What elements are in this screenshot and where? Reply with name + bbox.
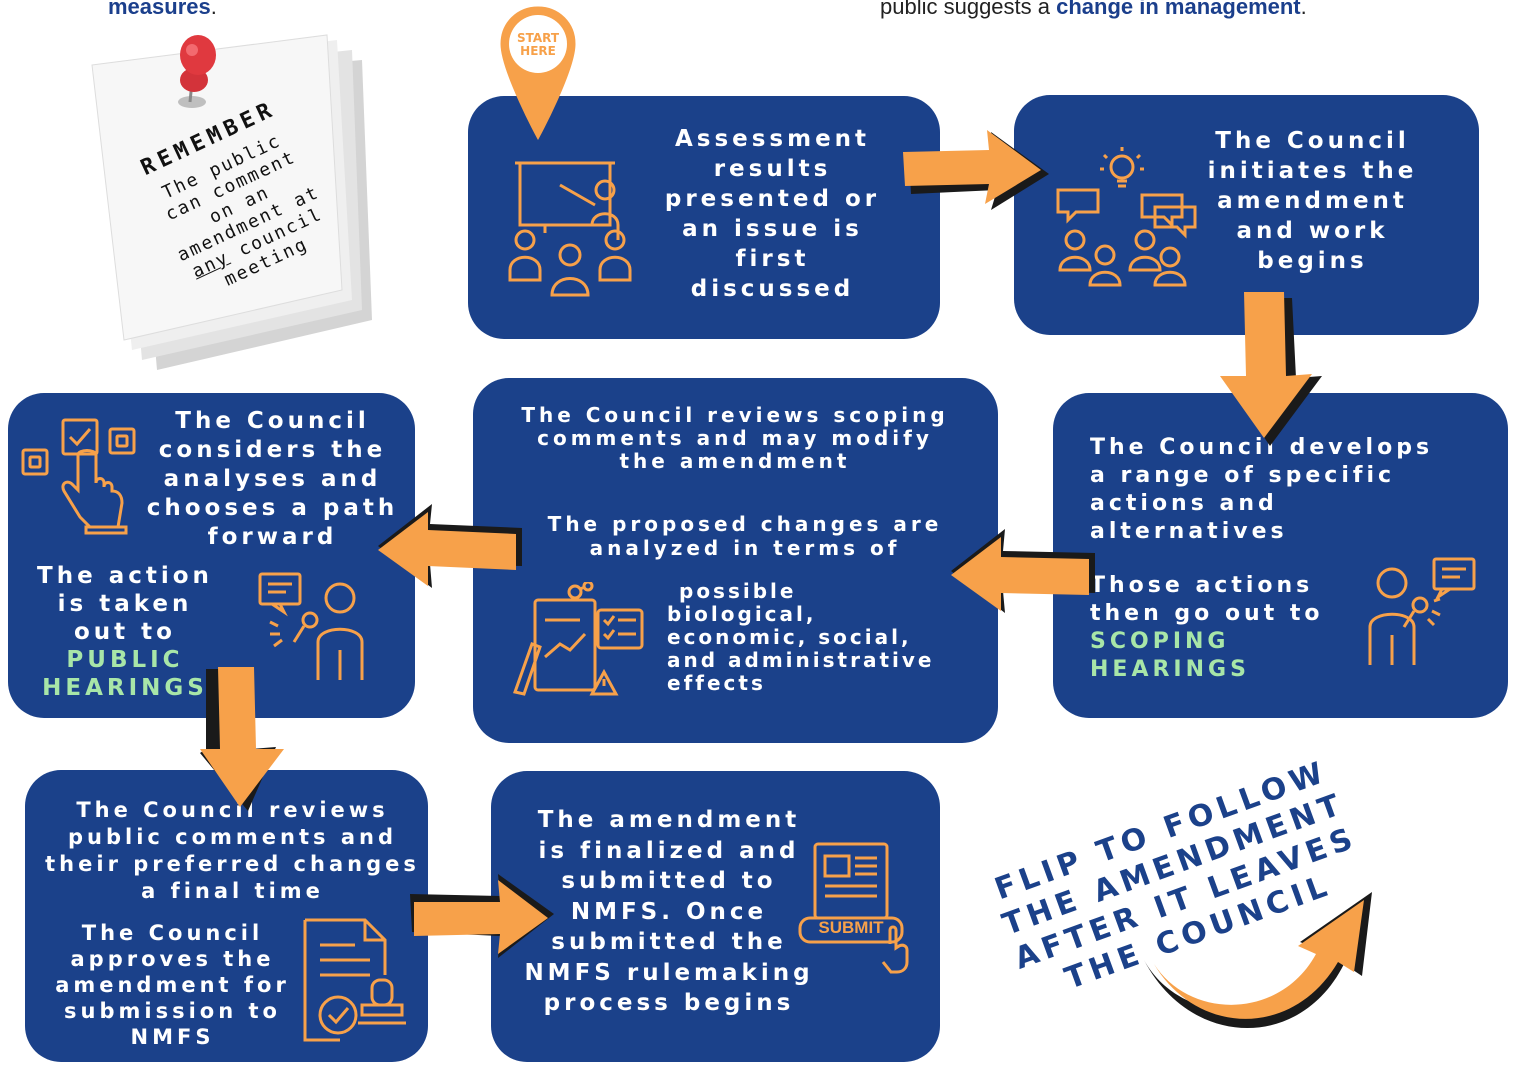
approval-stamp-icon (303, 918, 406, 1042)
arrow-step4-to-step5 (378, 504, 522, 588)
public-hearings-label: HEARINGS (42, 675, 208, 701)
arrow-step3-to-step4 (951, 529, 1095, 613)
step5-text: The Council considers the analyses and c… (140, 407, 405, 552)
step-line: biological, (667, 602, 817, 626)
step-line: then go out to (1090, 601, 1324, 626)
step4-text-p3: possible biological, economic, social, a… (667, 580, 987, 695)
public-speaker-icon (1368, 557, 1476, 665)
step-line: is finalized and (538, 837, 800, 864)
step-line: out to (74, 619, 176, 645)
public-hearings-label: PUBLIC (66, 647, 184, 673)
step4-text-p2: The proposed changes are analyzed in ter… (500, 512, 990, 560)
step-line: is taken (57, 591, 193, 617)
step-line: a range of specific (1090, 463, 1396, 488)
step-line: considers the (158, 437, 387, 463)
top-left-fragment: measures. (108, 0, 217, 19)
step-line: The Council reviews (76, 798, 389, 822)
analysis-document-icon (513, 582, 644, 696)
step-line: forward (207, 524, 338, 550)
step5-box (8, 393, 415, 718)
presentation-meeting-icon (508, 161, 632, 297)
step-line: effects (667, 671, 766, 695)
step-line: an issue is (682, 216, 863, 242)
start-pin-line: START (516, 31, 560, 45)
step1-text: Assessment results presented or an issue… (645, 124, 900, 304)
submit-label: SUBMIT (818, 918, 884, 937)
step-line: the amendment (619, 449, 851, 473)
step-line: their preferred changes (45, 852, 420, 876)
step-line: Those actions (1090, 573, 1314, 598)
step-line: actions and (1090, 491, 1278, 516)
remember-note: REMEMBER The public can comment on an am… (62, 20, 402, 380)
step-line: NMFS (130, 1025, 215, 1049)
step6-text-p2: The Council approves the amendment for s… (55, 920, 290, 1050)
step-line: submission to (64, 999, 281, 1023)
step-line: approves the (70, 947, 275, 971)
step-line: submitted to (561, 868, 777, 894)
step5-text-sub: The action is taken out to PUBLIC HEARIN… (25, 562, 225, 702)
step6-text-p1: The Council reviews public comments and … (45, 797, 420, 905)
step-line: The Council (81, 921, 264, 945)
step4-text-p1: The Council reviews scoping comments and… (500, 404, 970, 473)
step-line: economic, social, (667, 625, 912, 649)
step-line: The amendment (537, 807, 801, 833)
step-line: The proposed changes are (547, 512, 943, 536)
top-right-fragment: public suggests a change in management. (880, 0, 1307, 19)
team-idea-icon (1056, 147, 1197, 287)
step-line: The Council (175, 408, 370, 434)
step-line: and administrative (667, 648, 935, 672)
step1-box (468, 96, 940, 339)
step-line: analyses and (163, 466, 382, 492)
step-line: The Council (1215, 128, 1410, 154)
step-line: NMFS rulemaking (524, 959, 814, 986)
step-line: Assessment (674, 126, 871, 152)
step-line: submitted the (551, 929, 787, 955)
step-line: comments and may modify (537, 426, 933, 450)
public-speaker-icon-2 (258, 572, 364, 680)
step-line: presented or (664, 186, 881, 212)
step3-box (1053, 393, 1508, 718)
step-line: possible (679, 579, 797, 603)
step-line: chooses a path (146, 495, 399, 521)
selection-hand-icon (21, 418, 136, 535)
scoping-hearings-label: HEARINGS (1090, 657, 1250, 682)
step-line: process begins (543, 990, 795, 1016)
step-line: a final time (141, 879, 324, 903)
step-line: begins (1257, 248, 1368, 274)
arrow-step6-to-step7 (410, 874, 554, 958)
step-line: initiates the (1207, 158, 1418, 184)
arrow-step1-to-step2 (903, 130, 1049, 210)
submit-document-icon (798, 842, 909, 974)
step-line: public comments and (67, 825, 397, 849)
step-line: The Council develops (1090, 435, 1434, 460)
start-pin-line: HERE (520, 44, 556, 58)
step2-text: The Council initiates the amendment and … (1195, 126, 1430, 276)
step-line: analyzed in terms of (589, 536, 901, 560)
arrow-step2-to-step3 (1220, 292, 1322, 446)
step-line: amendment for (55, 973, 290, 997)
step-line: discussed (690, 276, 855, 302)
curved-flip-arrow (1144, 892, 1372, 1029)
step-line: The Council reviews scoping (521, 403, 949, 427)
step-line: NMFS. Once (570, 898, 768, 925)
note-paper-graphic (91, 34, 372, 370)
step-line: The action (37, 563, 213, 589)
start-pin-icon (500, 6, 576, 141)
scoping-hearings-label: SCOPING (1090, 629, 1230, 654)
start-pin-label: START HERE (503, 32, 573, 58)
step3-text: The Council develops a range of specific… (1090, 434, 1470, 684)
step-line: alternatives (1090, 519, 1288, 544)
step4-box (473, 378, 998, 743)
step-line: results (713, 156, 832, 182)
step-line: first (735, 246, 810, 272)
step-line: amendment (1217, 188, 1408, 214)
step-line: and work (1236, 218, 1389, 244)
step7-text: The amendment is finalized and submitted… (520, 805, 818, 1019)
arrow-step5-to-step6 (200, 667, 284, 811)
